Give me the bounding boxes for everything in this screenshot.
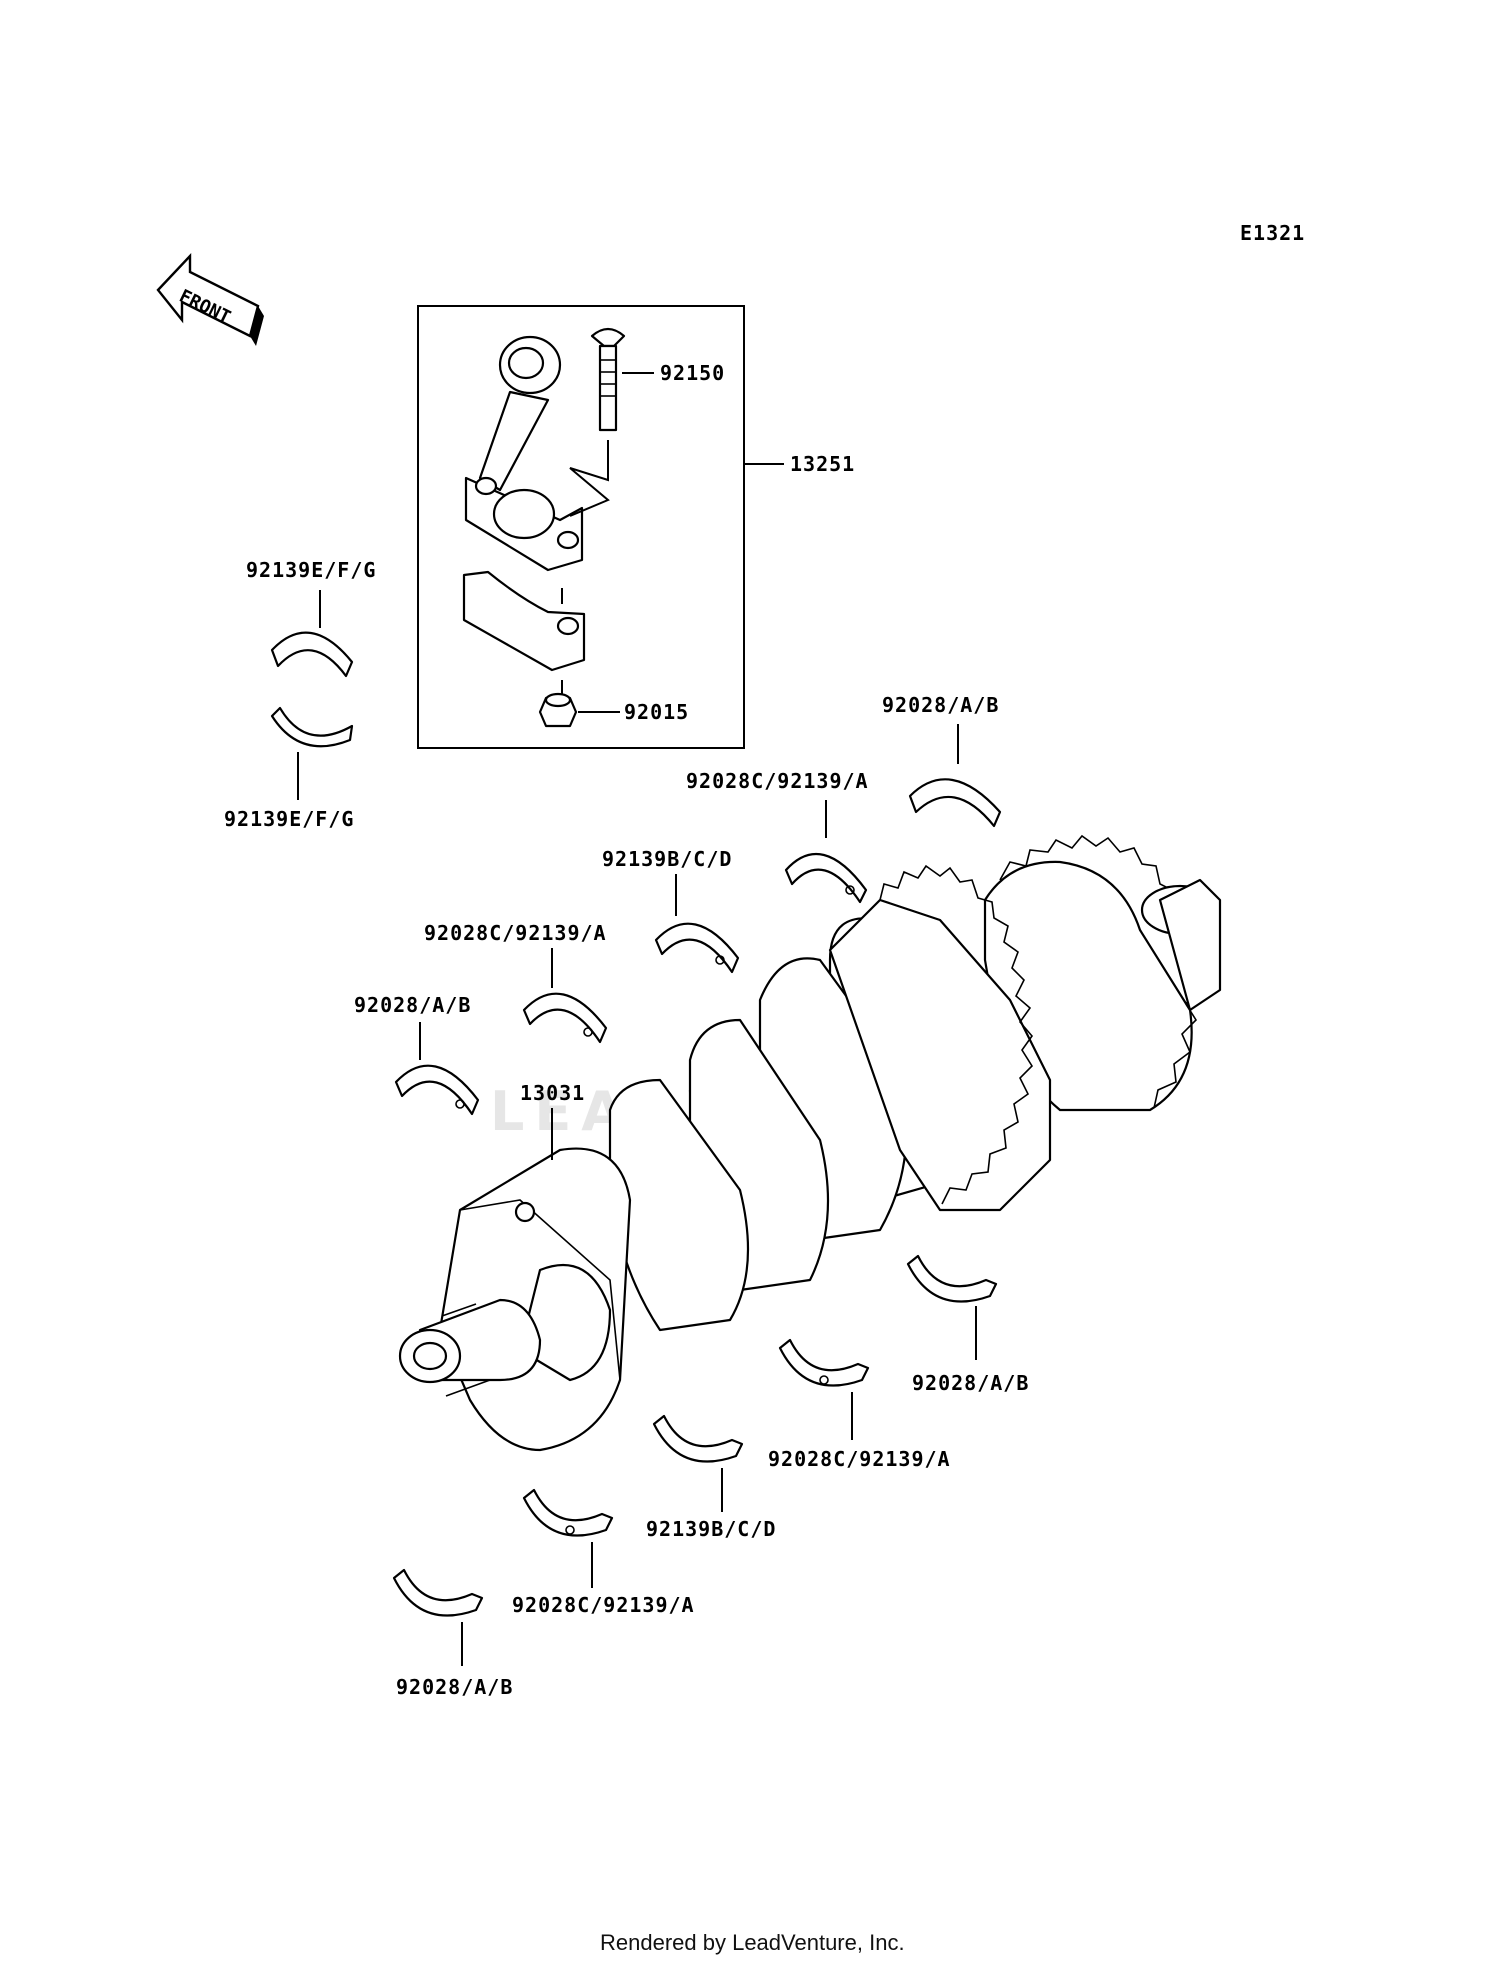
connecting-rod-icon xyxy=(462,335,586,728)
main-bearing-lower-3-icon xyxy=(652,1414,744,1463)
main-bearing-lower-5-icon xyxy=(906,1254,998,1303)
footer-credit: Rendered by LeadVenture, Inc. xyxy=(600,1930,905,1955)
main-bearing-upper-3-icon xyxy=(654,922,740,974)
label-upper-main-4: 92028C/92139/A xyxy=(686,769,869,793)
conrod-assembly-box xyxy=(417,305,745,749)
label-lower-main-1: 92028/A/B xyxy=(396,1675,513,1699)
label-92150: 92150 xyxy=(660,361,725,385)
main-bearing-upper-5-icon xyxy=(908,778,1002,828)
label-upper-main-1: 92028/A/B xyxy=(354,993,471,1017)
crankshaft-icon xyxy=(398,834,1222,1452)
label-92139efg-lower: 92139E/F/G xyxy=(224,807,354,831)
main-bearing-lower-4-icon xyxy=(778,1338,870,1387)
label-upper-main-5: 92028/A/B xyxy=(882,693,999,717)
conrod-bolt-icon xyxy=(569,327,626,517)
label-upper-main-2: 92028C/92139/A xyxy=(424,921,607,945)
conrod-bearing-upper-icon xyxy=(270,631,354,678)
conrod-bearing-lower-icon xyxy=(270,706,354,748)
label-92015: 92015 xyxy=(624,700,689,724)
label-upper-main-3: 92139B/C/D xyxy=(602,847,732,871)
label-lower-main-4: 92028C/92139/A xyxy=(768,1447,951,1471)
main-bearing-upper-2-icon xyxy=(522,992,608,1044)
label-lower-main-3: 92139B/C/D xyxy=(646,1517,776,1541)
label-13251: 13251 xyxy=(790,452,855,476)
label-92139efg-upper: 92139E/F/G xyxy=(246,558,376,582)
main-bearing-upper-1-icon xyxy=(394,1064,480,1116)
diagram-code: E1321 xyxy=(1240,221,1305,245)
label-13031: 13031 xyxy=(520,1081,585,1105)
main-bearing-lower-1-icon xyxy=(392,1568,484,1617)
front-arrow-icon: FRONT xyxy=(156,252,264,346)
label-lower-main-2: 92028C/92139/A xyxy=(512,1593,695,1617)
label-lower-main-5: 92028/A/B xyxy=(912,1371,1029,1395)
main-bearing-upper-4-icon xyxy=(784,853,868,904)
main-bearing-lower-2-icon xyxy=(522,1488,614,1537)
